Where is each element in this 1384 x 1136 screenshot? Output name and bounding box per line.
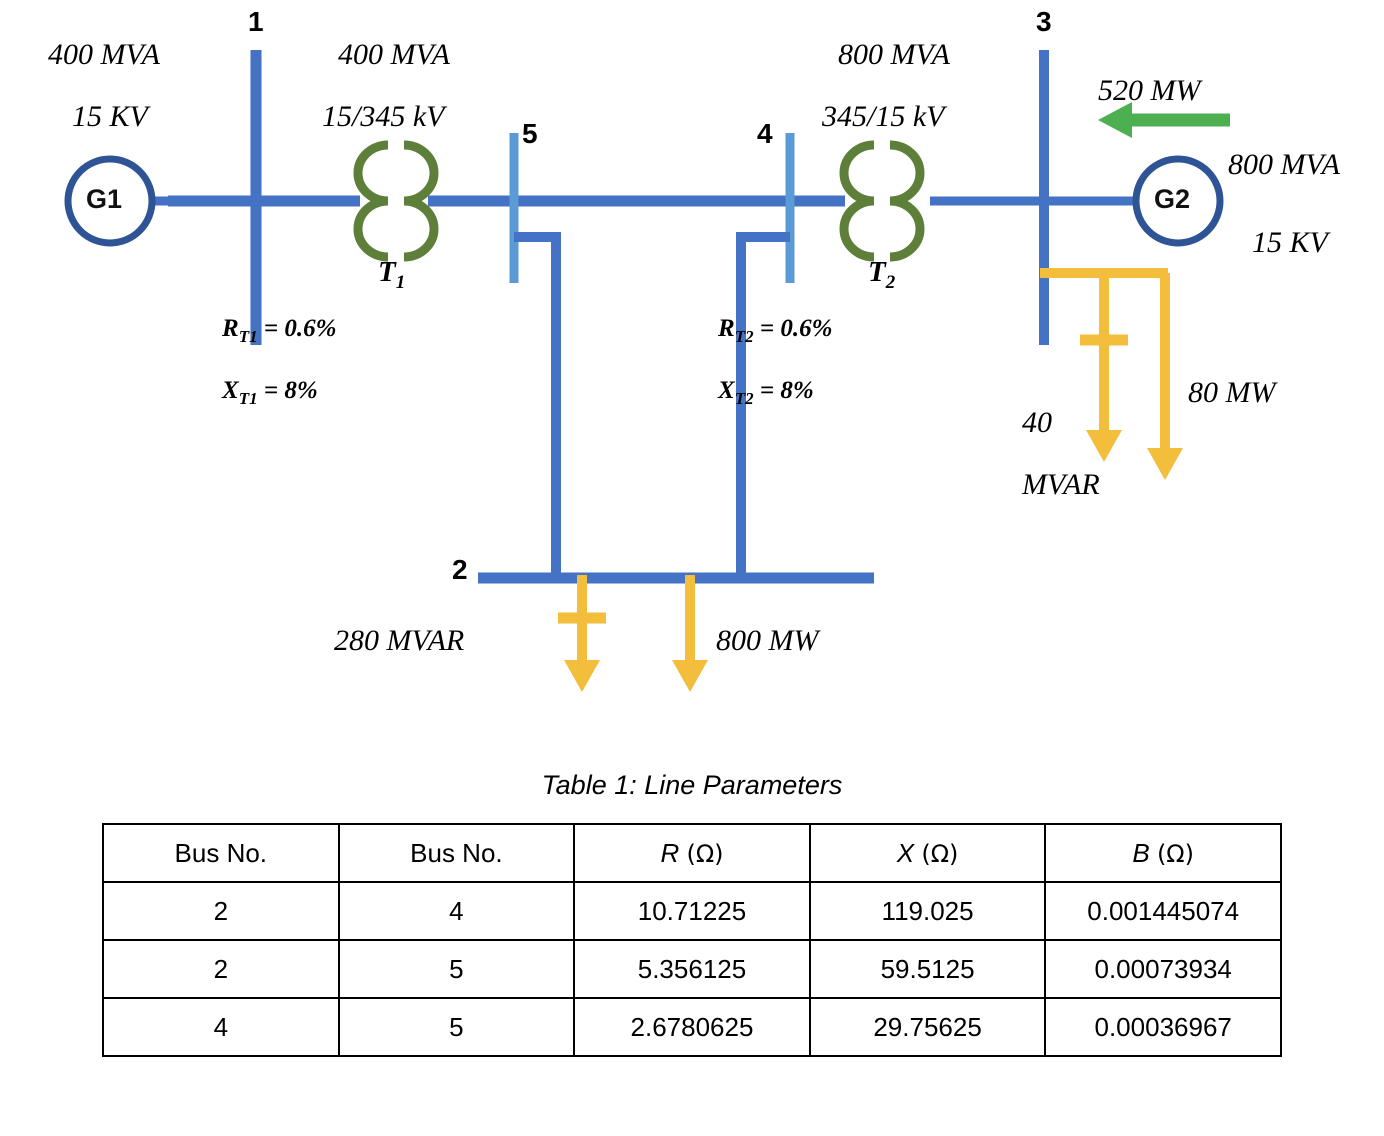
g2-rating-label: 800 MVA [1228,148,1340,181]
cell-susceptance: 0.00036967 [1044,997,1282,1057]
column-header-susceptance-unit: (Ω) [1156,839,1195,868]
bus-3-load-feeder [1040,268,1170,450]
bus-2-mw-label: 800 MW [716,624,819,657]
t2-rating-label: 800 MVA [838,38,950,71]
g2-voltage-label: 15 KV [1252,226,1328,259]
cell-bus-from: 2 [102,939,340,999]
column-header-bus-to-text: Bus No. [410,837,503,868]
t1-name-label: T1 [378,258,405,292]
table-row: 4 5 2.6780625 29.75625 0.00036967 [102,997,1282,1057]
generator-g1-symbol [64,155,176,247]
column-header-resistance-symbol: R [660,837,680,868]
table-row: 2 5 5.356125 59.5125 0.00073934 [102,939,1282,999]
cell-resistance: 2.6780625 [573,997,811,1057]
t1-resistance-symbol: R [222,315,239,342]
g1-rating-label: 400 MVA [48,38,160,71]
cell-bus-to: 5 [337,939,576,999]
bus-2-mvar-label: 280 MVAR [334,624,465,657]
t2-reactance-value: = 8% [759,377,814,404]
bus-2-label: 2 [452,554,468,585]
bus-5-label: 5 [522,118,538,149]
table-header-row: Bus No. Bus No. R (Ω) X (Ω) B (Ω) [102,823,1282,883]
t2-resistance-label: RT2 = 0.6% [718,316,832,345]
transformer-t2-symbol [839,140,925,262]
bus-3-label: 3 [1036,6,1052,37]
cell-reactance: 29.75625 [808,997,1047,1057]
cell-reactance: 59.5125 [808,939,1047,999]
table-caption: Table 1: Line Parameters [541,770,843,800]
t2-resistance-symbol: R [718,315,735,342]
t1-ratio-label: 15/345 kV [322,100,445,133]
cell-reactance: 119.025 [808,881,1047,941]
bus-3-mvar-label-line1: 40 [1022,406,1052,439]
column-header-bus-from: Bus No. [102,823,340,883]
column-header-bus-to: Bus No. [337,823,576,883]
cell-bus-to: 5 [337,997,576,1057]
line-parameters-table: Bus No. Bus No. R (Ω) X (Ω) B (Ω) [102,823,1282,1057]
column-header-resistance: R (Ω) [573,823,811,883]
t1-resistance-value: = 0.6% [263,315,337,342]
column-header-reactance: X (Ω) [808,823,1047,883]
column-header-resistance-unit: (Ω) [686,839,724,868]
t2-reactance-symbol: X [718,377,735,404]
single-line-diagram: 400 MVA 15 KV G1 1 400 MVA 15/345 kV T1 … [48,6,1340,692]
transformer-t1-symbol [353,140,439,262]
t1-name-sub: 1 [395,271,406,293]
cell-resistance: 10.71225 [573,881,811,941]
cell-bus-from: 4 [102,997,340,1057]
table-row: 2 4 10.71225 119.025 0.001445074 [102,881,1282,941]
t2-name-label: T2 [868,258,895,292]
t1-resistance-sub: T1 [238,327,258,346]
cell-resistance: 5.356125 [573,939,811,999]
bus-3-mvar-label-line2: MVAR [1022,468,1100,501]
bus-2-mvar-arrowhead [564,660,600,692]
bus-3-mw-label: 80 MW [1188,376,1276,409]
cell-susceptance: 0.00073934 [1044,939,1282,999]
bus-4-label: 4 [757,118,773,149]
column-header-susceptance-symbol: B [1132,837,1150,868]
column-header-susceptance: B (Ω) [1044,823,1282,883]
column-header-bus-from-text: Bus No. [174,837,268,868]
cell-bus-from: 2 [102,881,340,941]
column-header-reactance-symbol: X [896,837,915,868]
diagram-canvas [64,50,1230,692]
g1-voltage-label: 15 KV [72,100,148,133]
bus-2-mw-arrowhead [672,660,708,692]
t1-reactance-sub: T1 [238,389,258,408]
t1-rating-label: 400 MVA [338,38,450,71]
line-4-2 [736,232,790,578]
t2-reactance-label: XT2 = 8% [718,378,814,407]
power-flow-arrow-520mw [1098,102,1230,138]
t1-resistance-label: RT1 = 0.6% [222,316,336,345]
t1-reactance-value: = 8% [263,377,318,404]
t1-name-text: T [378,256,396,288]
cell-susceptance: 0.001445074 [1044,881,1282,941]
bus-1-label: 1 [248,6,264,37]
bus-2-load-feeder [558,575,695,662]
t1-reactance-symbol: X [222,377,239,404]
bus-3-mw-arrowhead [1147,448,1183,480]
t2-resistance-value: = 0.6% [759,315,833,342]
line-parameters-section: Table 1: Line Parameters Bus No. Bus No.… [0,770,1384,1057]
t2-reactance-sub: T2 [734,389,754,408]
t1-reactance-label: XT1 = 8% [222,378,318,407]
line-5-2 [514,232,561,578]
generator-g2-symbol [1110,155,1224,247]
column-header-reactance-unit: (Ω) [921,839,959,868]
generator-g2-label: G2 [1154,184,1191,214]
cell-bus-to: 4 [337,881,576,941]
t2-name-sub: 2 [885,271,896,293]
table-body: 2 4 10.71225 119.025 0.001445074 2 5 5.3… [102,881,1282,1057]
t2-ratio-label: 345/15 kV [822,100,945,133]
flow-520mw-label: 520 MW [1098,74,1201,107]
bus-3-mvar-arrowhead [1086,430,1122,462]
generator-g1-label: G1 [86,184,123,214]
t2-name-text: T [868,256,886,288]
t2-resistance-sub: T2 [734,327,754,346]
